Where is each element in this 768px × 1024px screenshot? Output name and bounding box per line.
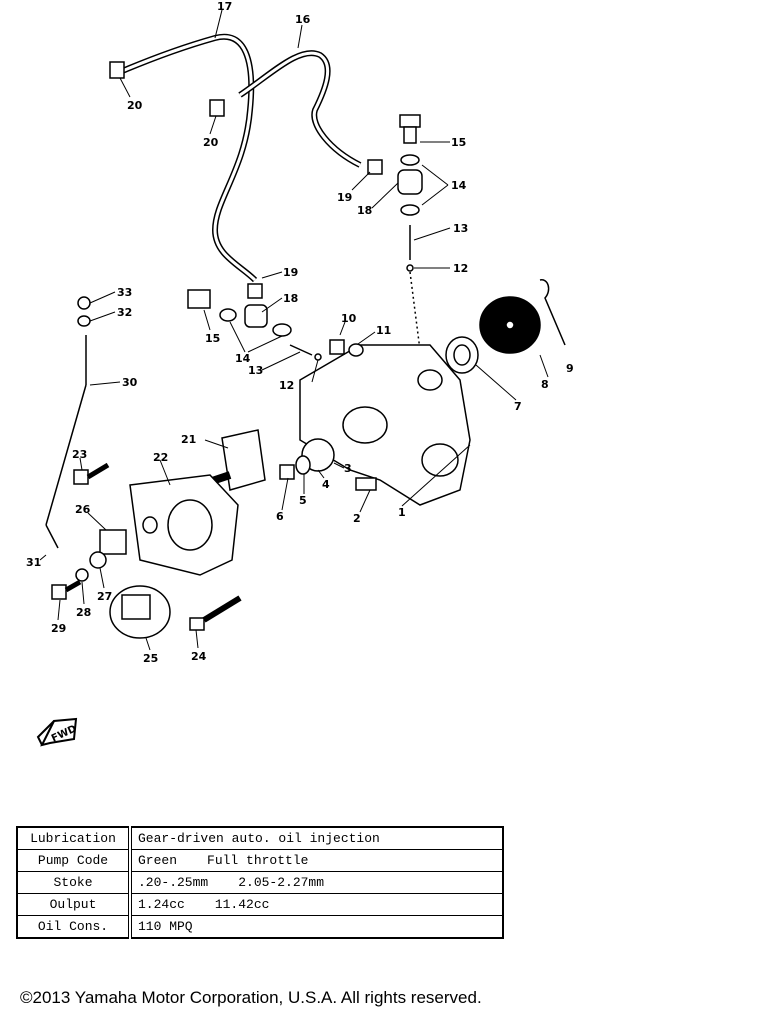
callout-15-lower: 15 [205,332,220,345]
row-label: Stoke [16,871,132,894]
nut-32 [77,315,91,327]
callout-19-upper: 19 [337,191,352,204]
callout-32: 32 [117,306,132,319]
callout-33: 33 [117,286,132,299]
clip-19-upper [367,159,383,175]
callout-11: 11 [376,324,391,337]
row-label: Oil Cons. [16,915,132,939]
banjo-bolt-15-lower [187,289,211,309]
callout-16: 16 [295,13,311,26]
callout-23: 23 [72,448,87,461]
fwd-arrow-icon: FWD [36,717,78,747]
callout-18-lower: 18 [283,292,298,305]
callout-13-lower: 13 [248,364,263,377]
lubrication-spec-table: Lubrication Gear-driven auto. oil inject… [16,826,504,939]
callout-13-upper: 13 [453,222,468,235]
callout-6: 6 [276,510,284,523]
hose-16 [238,50,362,168]
row-value: Gear-driven auto. oil injection [129,826,504,850]
callout-12-lower: 12 [279,379,294,392]
callout-7: 7 [514,400,522,413]
callout-5: 5 [299,494,307,507]
row-value: 110 MPQ [129,915,504,939]
clip-20-lower [209,99,225,117]
value-secondary: 11.42cc [214,897,270,912]
copyright-notice: ©2013 Yamaha Motor Corporation, U.S.A. A… [20,988,482,1007]
washer-27 [89,551,107,569]
callout-25: 25 [143,652,158,665]
value-primary: Green [138,853,178,868]
callout-20-upper: 20 [127,99,143,112]
callout-labels: 1 2 3 4 5 6 7 8 9 10 11 12 12 13 13 14 1… [26,0,574,665]
table-row: Oulput 1.24cc 11.42cc [16,893,504,916]
bolt-24 [189,617,205,631]
callout-12-upper: 12 [453,262,468,275]
callout-3: 3 [344,462,352,475]
bolt-23 [73,469,89,485]
value-primary: 1.24cc [138,897,185,912]
washer-11 [348,343,364,357]
callout-4: 4 [322,478,330,491]
bolt-2 [355,477,377,491]
plug-10 [329,339,345,355]
banjo-union-18-lower [244,304,268,328]
lever-26 [99,529,127,555]
callout-18-upper: 18 [357,204,372,217]
washer-5 [295,455,311,475]
row-label: Lubrication [16,826,132,850]
callout-29: 29 [51,622,66,635]
callout-20-lower: 20 [203,136,219,149]
callout-31: 31 [26,556,41,569]
callout-1: 1 [398,506,406,519]
bolt-29 [51,584,67,600]
row-value: Green Full throttle [129,849,504,872]
callout-22: 22 [153,451,168,464]
callout-2: 2 [353,512,361,525]
nut-6 [279,464,295,480]
clip-19-lower [247,283,263,299]
callout-24: 24 [191,650,207,663]
callout-21: 21 [181,433,196,446]
table-row: Stoke .20-.25mm 2.05-2.27mm [16,871,504,894]
value-secondary: Full throttle [207,853,309,868]
hose-17 [118,33,258,283]
callout-28: 28 [76,606,91,619]
row-label: Pump Code [16,849,132,872]
value-secondary: 2.05-2.27mm [238,875,325,890]
value-primary: .20-.25mm [138,875,209,890]
nut-33 [77,296,91,310]
centerline [409,271,421,351]
value-primary: 110 MPQ [138,919,193,934]
leader-lines [39,9,549,651]
clip-20-upper [109,61,125,79]
callout-27: 27 [97,590,112,603]
row-value: .20-.25mm 2.05-2.27mm [129,871,504,894]
table-row: Pump Code Green Full throttle [16,849,504,872]
diagram-lines [39,9,566,651]
callout-9: 9 [566,362,574,375]
callout-26: 26 [75,503,91,516]
callout-15-upper: 15 [451,136,466,149]
callout-14-upper: 14 [451,179,467,192]
callout-14-lower: 14 [235,352,251,365]
oil-pump-exploded-diagram: 1 2 3 4 5 6 7 8 9 10 11 12 12 13 13 14 1… [26,0,574,665]
callout-17: 17 [217,0,232,13]
banjo-union-18-upper [397,169,423,195]
value-primary: Gear-driven auto. oil injection [138,831,380,846]
row-label: Oulput [16,893,132,916]
banjo-bolt-15-upper [399,114,421,128]
table-row: Lubrication Gear-driven auto. oil inject… [16,826,504,850]
callout-19-lower: 19 [283,266,298,279]
row-value: 1.24cc 11.42cc [129,893,504,916]
callout-10: 10 [341,312,357,325]
table-row: Oil Cons. 110 MPQ [16,915,504,939]
pin-9 [539,279,566,346]
callout-8: 8 [541,378,549,391]
gear-21 [221,429,266,491]
washer-28 [75,568,89,582]
callout-30: 30 [122,376,138,389]
